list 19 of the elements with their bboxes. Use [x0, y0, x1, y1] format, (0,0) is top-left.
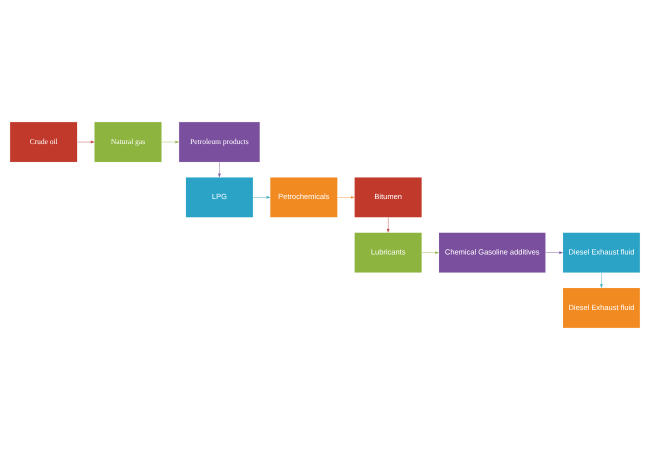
node-box: Bitumen: [354, 176, 422, 218]
arrow: [77, 140, 94, 144]
arrow: [600, 272, 603, 288]
arrow: [422, 251, 439, 254]
arrow: [386, 217, 390, 233]
node-box: Diesel Exhaust fluid: [562, 232, 640, 274]
arrow: [252, 196, 270, 199]
node-box: LPG: [185, 176, 254, 218]
node-box: Petrochemicals: [270, 176, 338, 218]
arrow: [162, 140, 179, 144]
arrow: [218, 162, 221, 178]
node-box: Crude oil: [10, 122, 78, 162]
node-box: Natural gas: [94, 122, 162, 162]
node-box: Chemical Gasoline additives: [438, 232, 546, 274]
node-box: Diesel Exhaust fluid: [562, 288, 640, 328]
arrow: [337, 196, 355, 199]
arrow: [546, 251, 563, 254]
node-box: Petroleum products: [178, 122, 260, 162]
node-box: Lubricants: [354, 232, 422, 274]
